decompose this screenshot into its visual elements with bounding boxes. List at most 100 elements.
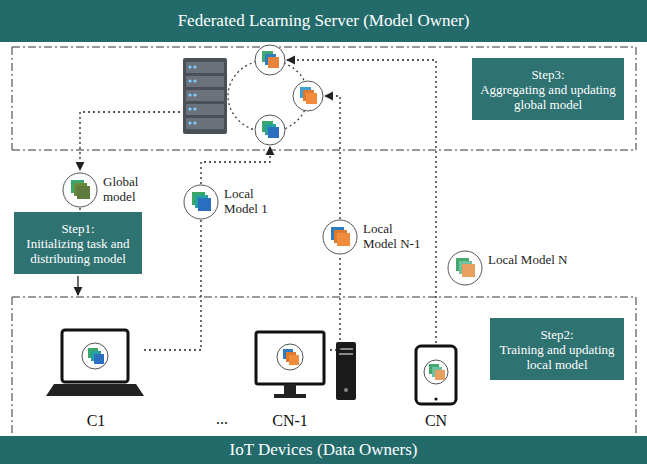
desktop-icon: [339, 348, 353, 350]
laptop-icon: [82, 343, 108, 369]
server-rack: [183, 58, 227, 134]
dash-region: [12, 47, 636, 436]
server-rack: [188, 65, 191, 68]
server-rack: [193, 107, 196, 110]
model-square: [462, 264, 475, 277]
tablet-icon: [424, 360, 448, 384]
desktop-icon: [274, 394, 306, 398]
model-icon: [255, 45, 285, 75]
model-node: Global model: [62, 172, 147, 208]
flow-line: [325, 96, 340, 219]
device-node: CN-1: [250, 326, 330, 430]
flow-line: [201, 147, 270, 184]
server-rack: [186, 76, 224, 87]
model-node: Local Model 1: [183, 184, 276, 220]
step-box: Step2:Training and updating local model: [490, 318, 624, 380]
server-rack: [186, 90, 224, 101]
model-icon: [62, 172, 98, 208]
model-icon: [255, 45, 285, 75]
title-band: Federated Learning Server (Model Owner): [0, 0, 647, 42]
model-icon: [255, 115, 285, 145]
model-square: [77, 186, 90, 199]
desktop-icon: [277, 344, 303, 370]
server-rack: [188, 93, 191, 96]
node-text: Local Model N: [488, 252, 567, 267]
server-rack: [183, 58, 227, 134]
model-square: [337, 233, 350, 246]
model-icon: [322, 219, 358, 255]
desktop-icon: [256, 332, 324, 384]
flow-connector: [330, 255, 340, 350]
node-text: Local Model 1: [224, 186, 276, 216]
server-rack: [193, 121, 196, 124]
model-icon: [306, 93, 317, 104]
model-circle: [448, 251, 482, 285]
flow-line: [287, 60, 436, 343]
model-icon: [268, 57, 279, 68]
desktop-icon: [344, 388, 348, 392]
model-node: Local Model N-1: [322, 219, 429, 255]
node-text: Aggregating and updating global model: [478, 82, 618, 112]
desktop-icon: [277, 344, 303, 370]
server-rack: [186, 62, 224, 73]
laptop-icon: [46, 330, 144, 396]
flow-line: [80, 60, 436, 343]
device-node: CN: [411, 340, 461, 430]
step-box: Step1:Initializing task and distributing…: [14, 212, 142, 274]
node-text: IoT Devices (Data Owners): [229, 440, 417, 460]
laptop-icon: [94, 354, 104, 364]
step-heading: Step1:: [61, 221, 94, 236]
tablet-icon: [416, 346, 456, 404]
model-icon: [293, 81, 323, 111]
laptop-icon: [62, 330, 128, 382]
server-rack: [188, 107, 191, 110]
node-text: C1: [87, 412, 106, 430]
step-box: Step3:Aggregating and updating global mo…: [472, 58, 624, 120]
flow-line: [80, 112, 180, 170]
dash-region: [12, 47, 636, 150]
model-icon: [447, 250, 483, 286]
model-icon: [255, 115, 285, 145]
server-rack: [186, 104, 224, 115]
model-circle: [323, 220, 357, 254]
model-icon: [183, 184, 219, 220]
model-circle: [63, 173, 97, 207]
node-text: Initializing task and distributing model: [20, 236, 136, 266]
node-text: CN-1: [272, 412, 308, 430]
laptop-icon: [46, 384, 144, 396]
server-rack: [188, 121, 191, 124]
flow-connector: [144, 220, 201, 350]
node-text: Global model: [103, 174, 147, 204]
model-node: Local Model N: [447, 250, 567, 286]
server-rack: [188, 79, 191, 82]
step-heading: Step2:: [540, 327, 573, 342]
node-text: Federated Learning Server (Model Owner): [178, 11, 470, 31]
ellipsis-label: ...: [216, 410, 228, 428]
desktop-icon: [289, 355, 299, 365]
model-square: [198, 198, 211, 211]
server-rack: [193, 65, 196, 68]
distribute-arrow: [77, 276, 78, 295]
step-heading: Step3:: [531, 67, 564, 82]
node-text: CN: [425, 412, 447, 430]
device-node: C1: [48, 326, 144, 430]
dash-region: [12, 297, 636, 436]
desktop-icon: [284, 384, 296, 394]
model-icon: [293, 81, 323, 111]
tablet-icon: [435, 370, 445, 380]
desktop-icon: [336, 342, 356, 400]
laptop-icon: [82, 343, 108, 369]
footer-band: IoT Devices (Data Owners): [0, 436, 647, 464]
node-text: Training and updating local model: [496, 342, 618, 372]
desktop-icon: [339, 353, 353, 355]
tablet-icon: [424, 360, 448, 384]
server-rack: [186, 118, 224, 129]
node-text: Local Model N-1: [363, 221, 429, 251]
server-rack: [193, 79, 196, 82]
tablet-icon: [416, 346, 456, 404]
model-circle: [184, 185, 218, 219]
server-rack: [193, 93, 196, 96]
